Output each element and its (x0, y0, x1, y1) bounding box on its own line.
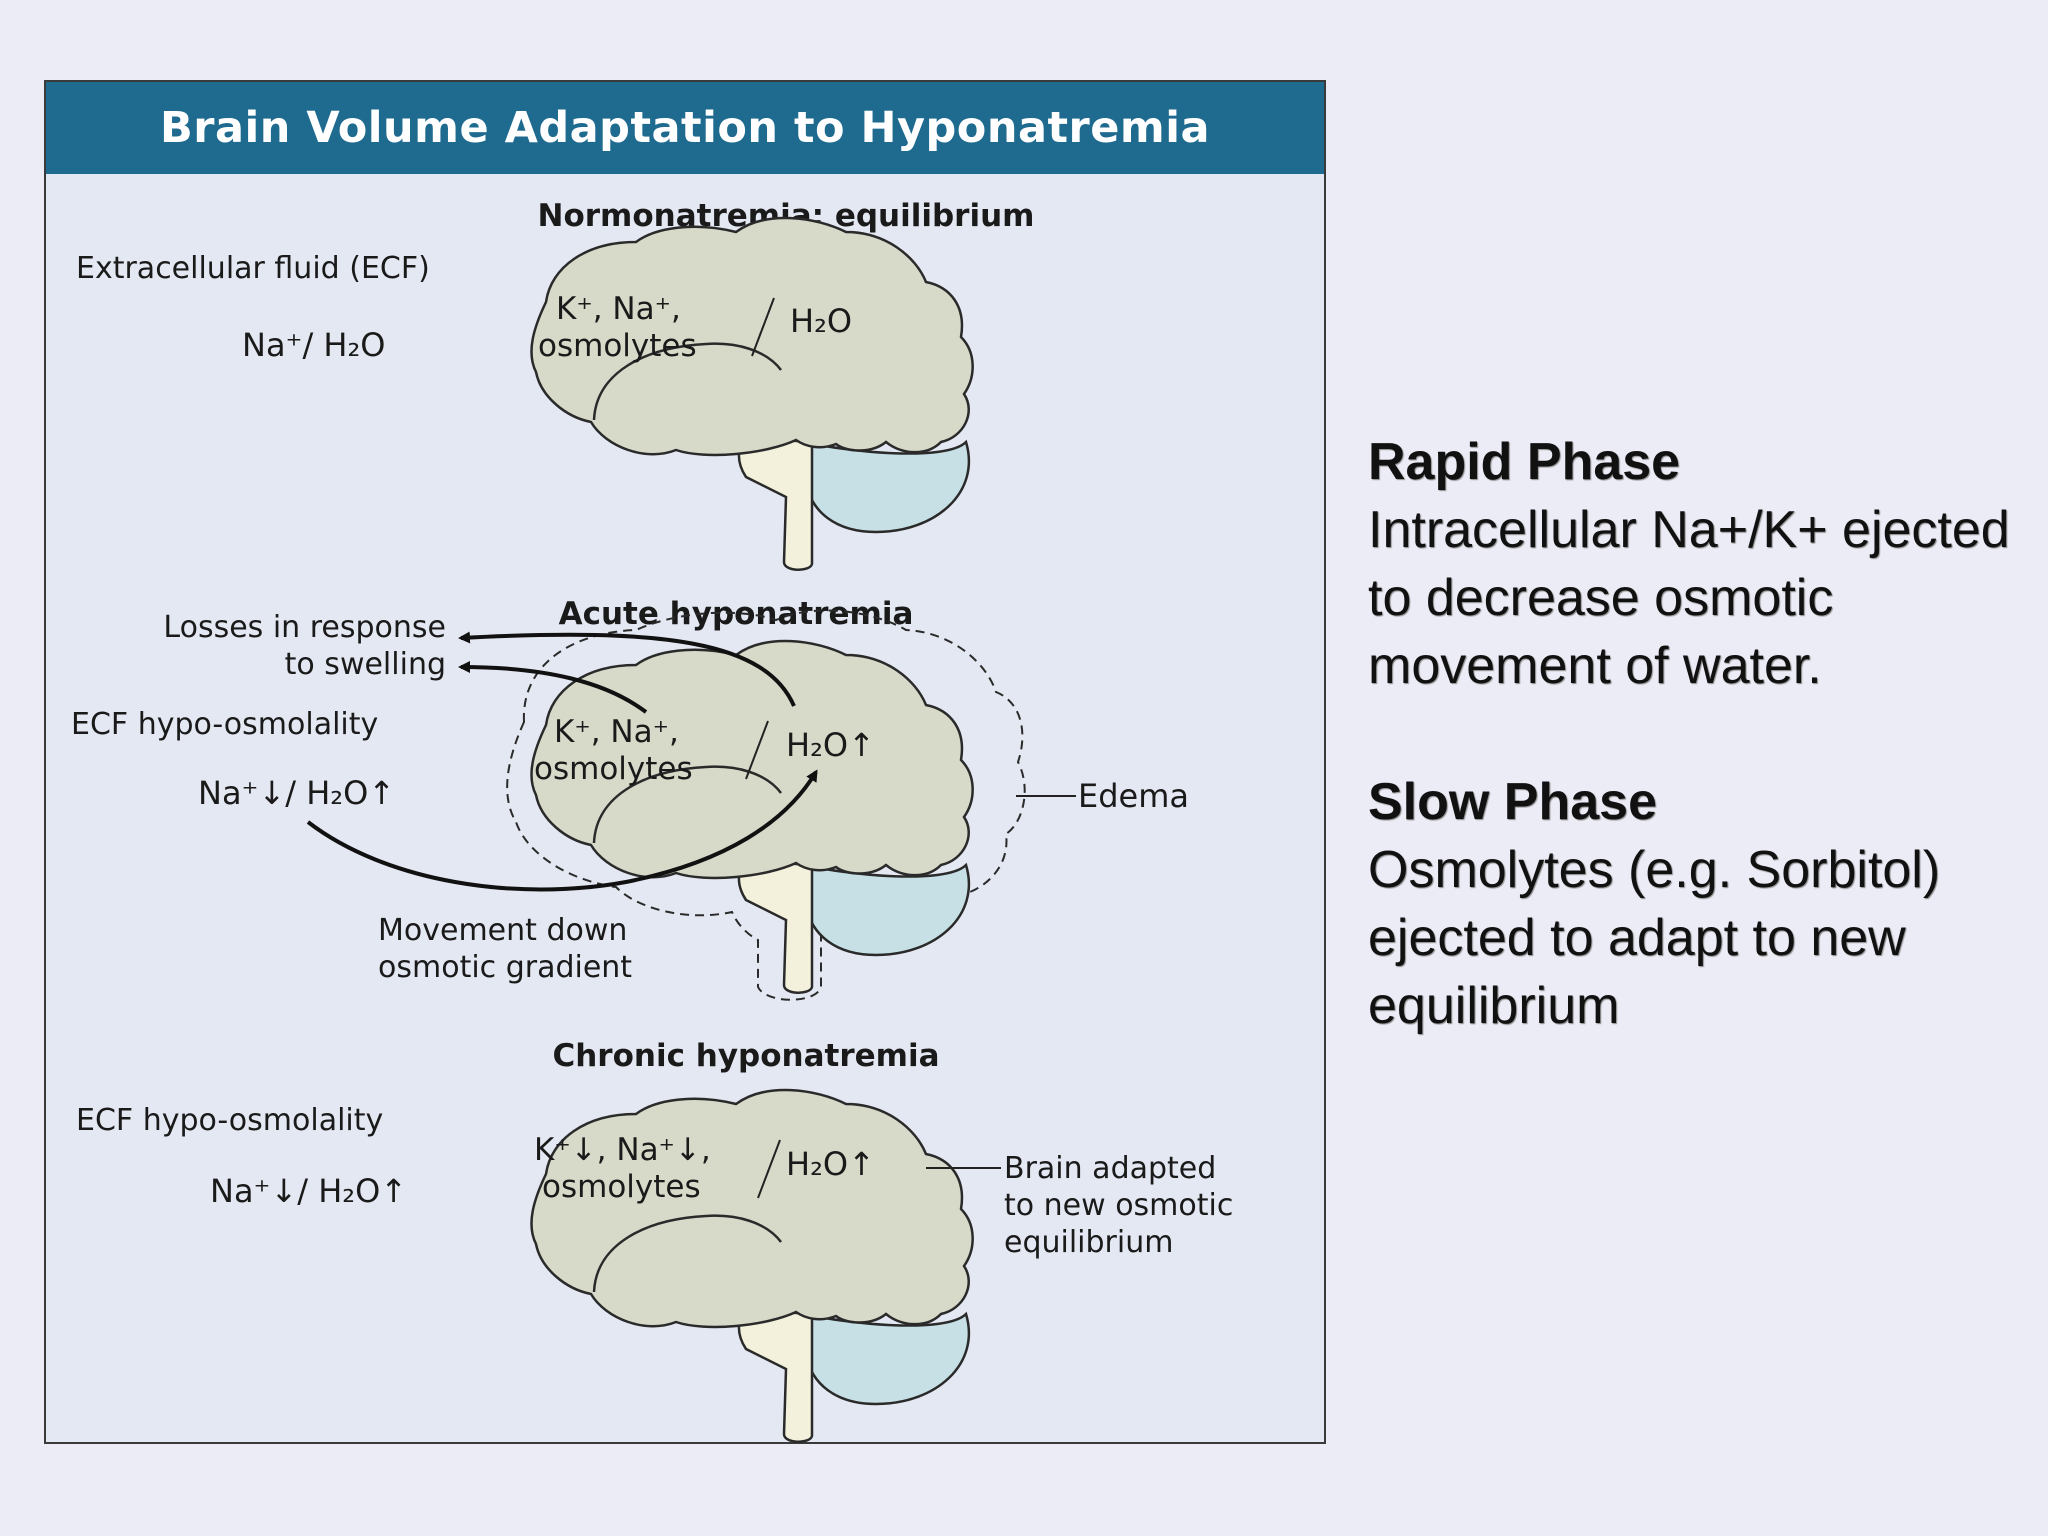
losses-arrow-lower (458, 661, 648, 714)
normo-water: H₂O (790, 302, 852, 340)
normo-intra-line1: K⁺, Na⁺, (556, 291, 681, 327)
normo-brain (530, 216, 974, 572)
losses-arrow-upper (458, 631, 796, 707)
rapid-phase-text: Intracellular Na+/K+ ejected to decrease… (1368, 501, 2010, 695)
acute-losses-line1: Losses in response (163, 610, 446, 645)
chronic-intra-line2: osmolytes (542, 1169, 701, 1205)
acute-edema: Edema (1078, 777, 1189, 815)
figure-title: Brain Volume Adaptation to Hyponatremia (46, 82, 1324, 174)
acute-slash (745, 720, 769, 780)
normo-ecf-ions: Na⁺/ H₂O (242, 326, 385, 364)
acute-intra-line1: K⁺, Na⁺, (554, 714, 679, 750)
acute-ecf-ions: Na⁺↓/ H₂O↑ (198, 774, 395, 812)
acute-intra-line2: osmolytes (534, 751, 693, 787)
acute-water: H₂O↑ (786, 726, 875, 764)
normo-slash (751, 297, 775, 357)
chronic-adapted-line3: equilibrium (1004, 1225, 1173, 1260)
slow-phase-title: Slow Phase (1368, 773, 1657, 831)
diagram-canvas: Normonatremia: equilibrium Extracellular… (71, 198, 1233, 1444)
osmotic-movement-arrow (306, 769, 818, 892)
edema-outline (506, 609, 1026, 1001)
chronic-slash (757, 1139, 781, 1199)
normo-ecf-label: Extracellular fluid (ECF) (76, 251, 430, 286)
acute-title: Acute hyponatremia (559, 596, 914, 632)
normo-intra-line2: osmolytes (538, 328, 697, 364)
chronic-ecf-ions: Na⁺↓/ H₂O↑ (210, 1172, 407, 1210)
chronic-ecf-label: ECF hypo-osmolality (76, 1103, 383, 1138)
rapid-phase-title: Rapid Phase (1368, 433, 1681, 491)
chronic-adapted-line2: to new osmotic (1004, 1188, 1233, 1223)
acute-movement-line2: osmotic gradient (378, 950, 632, 985)
chronic-adapted-line1: Brain adapted (1004, 1151, 1216, 1186)
phase-notes: Rapid Phase Intracellular Na+/K+ ejected… (1368, 428, 2028, 1040)
acute-movement-line1: Movement down (378, 913, 627, 948)
chronic-intra-line1: K⁺↓, Na⁺↓, (534, 1132, 711, 1168)
diagram-figure: Normonatremia: equilibrium Extracellular… (44, 80, 1326, 1444)
notes-spacer (1368, 700, 2028, 768)
chronic-title: Chronic hyponatremia (552, 1038, 939, 1074)
acute-ecf-label: ECF hypo-osmolality (71, 707, 378, 742)
slow-phase-text: Osmolytes (e.g. Sorbitol) ejected to ada… (1368, 841, 1941, 1035)
chronic-water: H₂O↑ (786, 1145, 875, 1183)
acute-losses-line2: to swelling (285, 647, 446, 682)
